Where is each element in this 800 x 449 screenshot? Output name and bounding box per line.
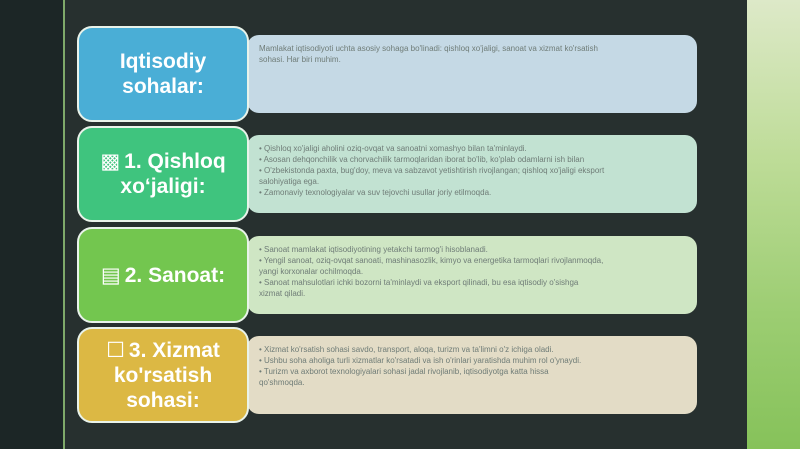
checkbox-icon: ☐ bbox=[106, 338, 125, 362]
sector-title: 1. Qishloq xo‘jaligi: bbox=[120, 150, 226, 198]
description-line: • Asosan dehqonchilik va chorvachilik ta… bbox=[259, 155, 585, 164]
sector-title: 2. Sanoat: bbox=[124, 263, 226, 287]
description-line: salohiyatiga ega. bbox=[259, 177, 320, 186]
description-line: • Turizm va axborot texnologiyalari soha… bbox=[259, 367, 549, 376]
sector-title: 3. Xizmat ko'rsatish sohasi: bbox=[113, 338, 220, 412]
sector-title: Iqtisodiy sohalar: bbox=[119, 50, 207, 98]
sector-row-agriculture: • Qishloq xo'jaligi aholini oziq-ovqat v… bbox=[77, 126, 697, 224]
slide-canvas: Mamlakat iqtisodiyoti uchta asosiy sohag… bbox=[65, 0, 747, 449]
factory-icon: ▤ bbox=[100, 263, 121, 287]
sector-description-box: • Qishloq xo'jaligi aholini oziq-ovqat v… bbox=[247, 135, 697, 213]
sector-row-economy: Mamlakat iqtisodiyoti uchta asosiy sohag… bbox=[77, 26, 697, 124]
description-line: • Xizmat ko'rsatish sohasi savdo, transp… bbox=[259, 345, 554, 354]
sector-description-box: • Xizmat ko'rsatish sohasi savdo, transp… bbox=[247, 336, 697, 414]
sector-description-box: Mamlakat iqtisodiyoti uchta asosiy sohag… bbox=[247, 35, 697, 113]
description-line: xizmat qiladi. bbox=[259, 289, 306, 298]
description-line: • Qishloq xo'jaligi aholini oziq-ovqat v… bbox=[259, 144, 527, 153]
description-line: qo'shmoqda. bbox=[259, 378, 305, 387]
description-line: yangi korxonalar ochilmoqda. bbox=[259, 267, 364, 276]
description-line: • Sanoat mahsulotlari ichki bozorni ta'm… bbox=[259, 278, 579, 287]
description-line: • Ushbu soha aholiga turli xizmatlar ko'… bbox=[259, 356, 582, 365]
sector-row-industry: • Sanoat mamlakat iqtisodiyotining yetak… bbox=[77, 227, 697, 325]
right-gradient-band bbox=[747, 0, 800, 449]
description-line: • Sanoat mamlakat iqtisodiyotining yetak… bbox=[259, 245, 488, 254]
sector-row-services: • Xizmat ko'rsatish sohasi savdo, transp… bbox=[77, 327, 697, 425]
left-side-band bbox=[0, 0, 64, 449]
grid-icon: ▩ bbox=[100, 150, 121, 173]
sector-description-box: • Sanoat mamlakat iqtisodiyotining yetak… bbox=[247, 236, 697, 314]
sector-title-tile: ☐3. Xizmat ko'rsatish sohasi: bbox=[77, 327, 249, 423]
description-line: Mamlakat iqtisodiyoti uchta asosiy sohag… bbox=[259, 44, 598, 53]
description-line: • O'zbekistonda paxta, bug'doy, meva va … bbox=[259, 166, 605, 175]
sector-title-tile: ▤2. Sanoat: bbox=[77, 227, 249, 323]
left-accent-line bbox=[63, 0, 65, 449]
sector-title-tile: ▩1. Qishloq xo‘jaligi: bbox=[77, 126, 249, 222]
sector-title-tile: Iqtisodiy sohalar: bbox=[77, 26, 249, 122]
description-line: sohasi. Har biri muhim. bbox=[259, 55, 341, 64]
description-line: • Yengil sanoat, oziq-ovqat sanoati, mas… bbox=[259, 256, 604, 265]
description-line: • Zamonaviy texnologiyalar va suv tejovc… bbox=[259, 188, 492, 197]
